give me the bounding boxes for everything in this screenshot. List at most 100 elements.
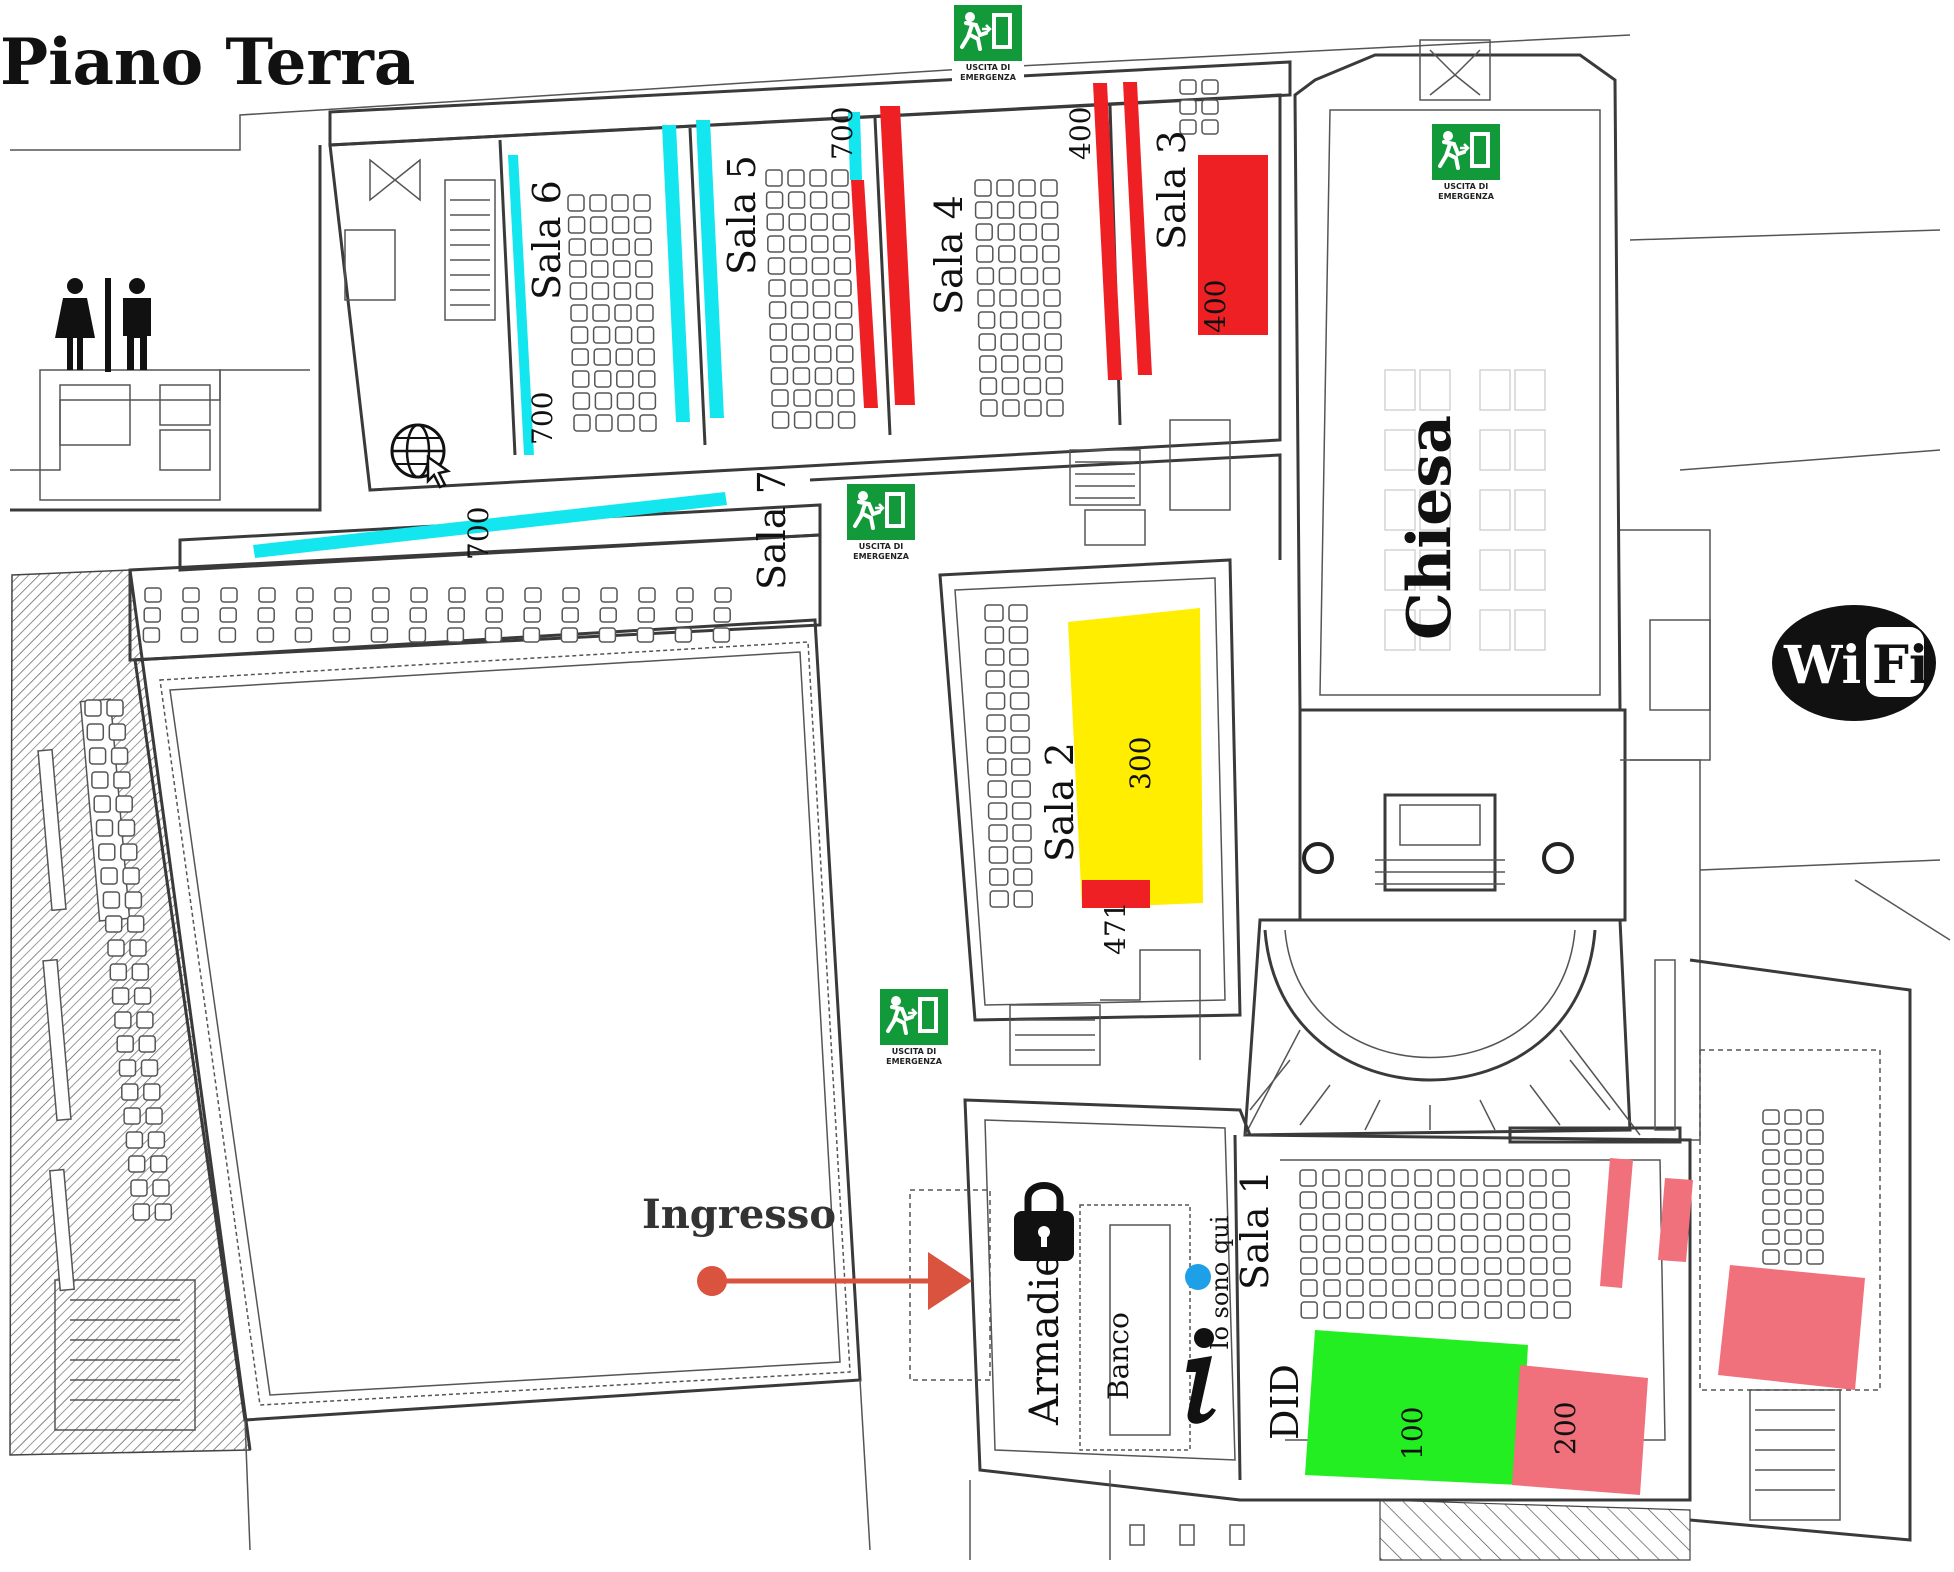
desk-seat [447,607,465,623]
desk-seat [1179,99,1197,115]
svg-text:USCITA DI: USCITA DI [892,1047,937,1056]
desk-seat [635,260,653,278]
desk-seat [768,301,787,319]
desk-seat [1020,267,1039,285]
desk-seat [1391,1191,1409,1209]
desk-seat [1011,758,1031,776]
desk-seat [332,627,351,643]
desk-seat [1012,846,1033,864]
desk-seat [1369,1301,1387,1319]
emergency-exit-icon-church: USCITA DI EMERGENZA [1428,120,1504,204]
desk-seat [598,627,617,643]
desk-seat [1415,1257,1433,1275]
desk-seat [129,939,147,957]
desk-seat [1507,1257,1525,1275]
desk-seat [1461,1257,1479,1275]
desk-seat [1484,1257,1502,1275]
desk-seat [1484,1279,1502,1297]
desk-seat [571,348,589,366]
desk-seat [592,326,611,344]
desk-seat [978,333,996,351]
desk-seat [1438,1301,1456,1319]
desk-seat [792,367,811,385]
desk-seat [220,587,238,603]
desk-seat [1414,1169,1432,1187]
desk-seat [130,1179,148,1197]
desk-seat [996,201,1015,219]
desk-seat [616,370,634,388]
desk-seat [122,867,140,885]
desk-seat [1045,355,1063,373]
zone-red-sala4a [851,180,878,408]
desk-seat [614,326,633,344]
desk-seat [104,915,123,933]
desk-seat [1023,355,1041,373]
room-label-sala6: Sala 6 [525,180,569,300]
desk-seat [636,627,655,643]
desk-seat [1552,1169,1570,1187]
desk-seat [1460,1169,1478,1187]
desk-seat [1010,736,1031,754]
desk-seat [1322,1169,1340,1187]
desk-seat [1806,1229,1824,1245]
desk-seat [1299,1191,1317,1209]
desk-seat [123,1107,141,1125]
desk-seat [812,279,830,297]
desk-seat [1552,1213,1571,1231]
zone-label-100: 100 [1396,1407,1429,1460]
desk-seat [143,1083,161,1101]
desk-seat [1784,1169,1802,1185]
room-label-sala5: Sala 5 [720,155,764,275]
desk-seat [486,587,504,603]
desk-seat [568,238,586,256]
desk-seat [1391,1213,1410,1231]
desk-seat [1299,1235,1318,1253]
desk-seat [987,802,1008,820]
desk-seat [984,626,1005,644]
desk-seat [1001,377,1020,395]
desk-seat [771,411,790,429]
desk-seat [294,627,313,643]
desk-seat [1322,1235,1341,1253]
desk-seat [1806,1189,1824,1205]
desk-seat [1346,1257,1364,1275]
desk-seat [371,607,389,623]
desk-seat [296,587,314,603]
desk-seat [1009,670,1029,688]
desk-seat [594,370,612,388]
desk-seat [614,304,632,322]
desk-seat [410,587,428,603]
desk-seat [138,1035,156,1053]
desk-seat [256,627,275,643]
desk-seat [1438,1279,1456,1297]
desk-seat [675,607,693,623]
zone-label-200: 200 [1549,1402,1582,1455]
desk-seat [1021,289,1039,307]
svg-text:Fi: Fi [1872,635,1929,696]
desk-seat [832,213,850,231]
desk-seat [985,692,1006,710]
desk-seat [638,370,656,388]
desk-seat [1506,1169,1524,1187]
desk-seat [975,223,993,241]
zone-cyan-sala6 [508,155,534,455]
desk-seat [1460,1191,1478,1209]
desk-seat [1346,1301,1364,1319]
desk-seat [1806,1249,1824,1265]
desk-seat [1020,245,1038,263]
desk-seat [140,1059,159,1077]
desk-seat [116,1035,134,1053]
desk-seat [985,648,1005,666]
desk-seat [1460,1235,1479,1253]
desk-seat [1762,1249,1780,1265]
desk-seat [1008,626,1029,644]
desk-seat [1483,1169,1501,1187]
desk-seat [611,194,629,212]
desk-seat [1806,1109,1824,1125]
desk-seat [1437,1169,1455,1187]
desk-seat [1345,1213,1364,1231]
desk-seat [1784,1189,1802,1205]
desk-seat [1506,1191,1524,1209]
desk-seat [1322,1213,1341,1231]
desk-seat [370,627,389,643]
